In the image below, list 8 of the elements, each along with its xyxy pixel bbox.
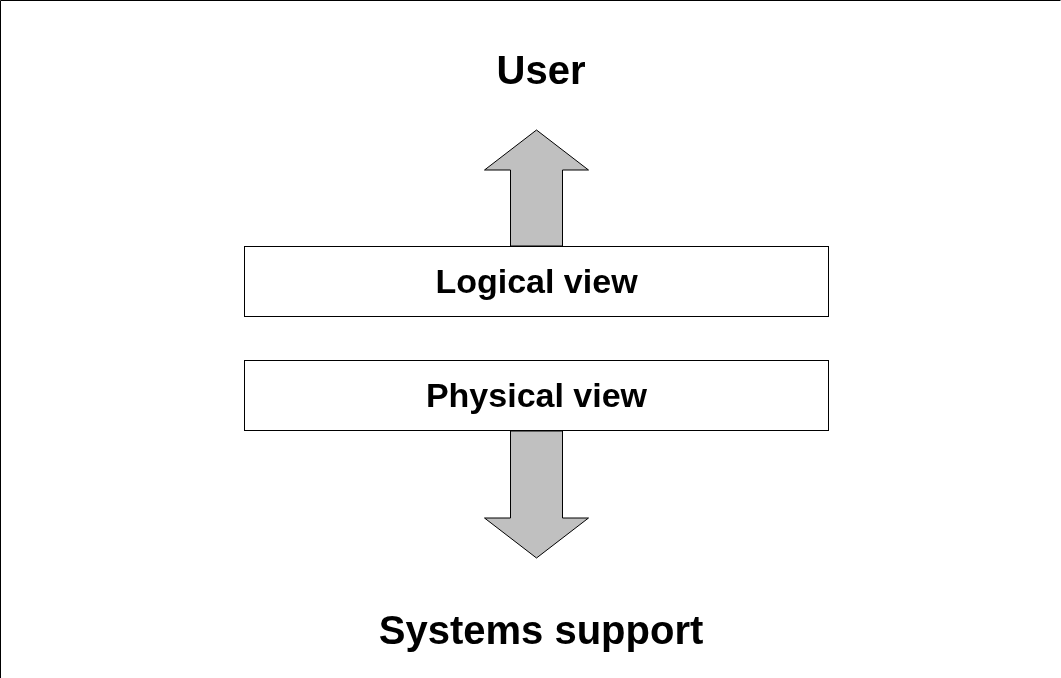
- node-label: User: [496, 50, 586, 90]
- box-label: Logical view: [435, 262, 638, 301]
- node-label: Systems support: [378, 610, 704, 650]
- block-arrow: [484, 430, 589, 559]
- block-arrow: [484, 129, 589, 247]
- box-label: Physical view: [425, 376, 648, 415]
- view-box: [244, 246, 829, 317]
- view-box: [244, 360, 829, 431]
